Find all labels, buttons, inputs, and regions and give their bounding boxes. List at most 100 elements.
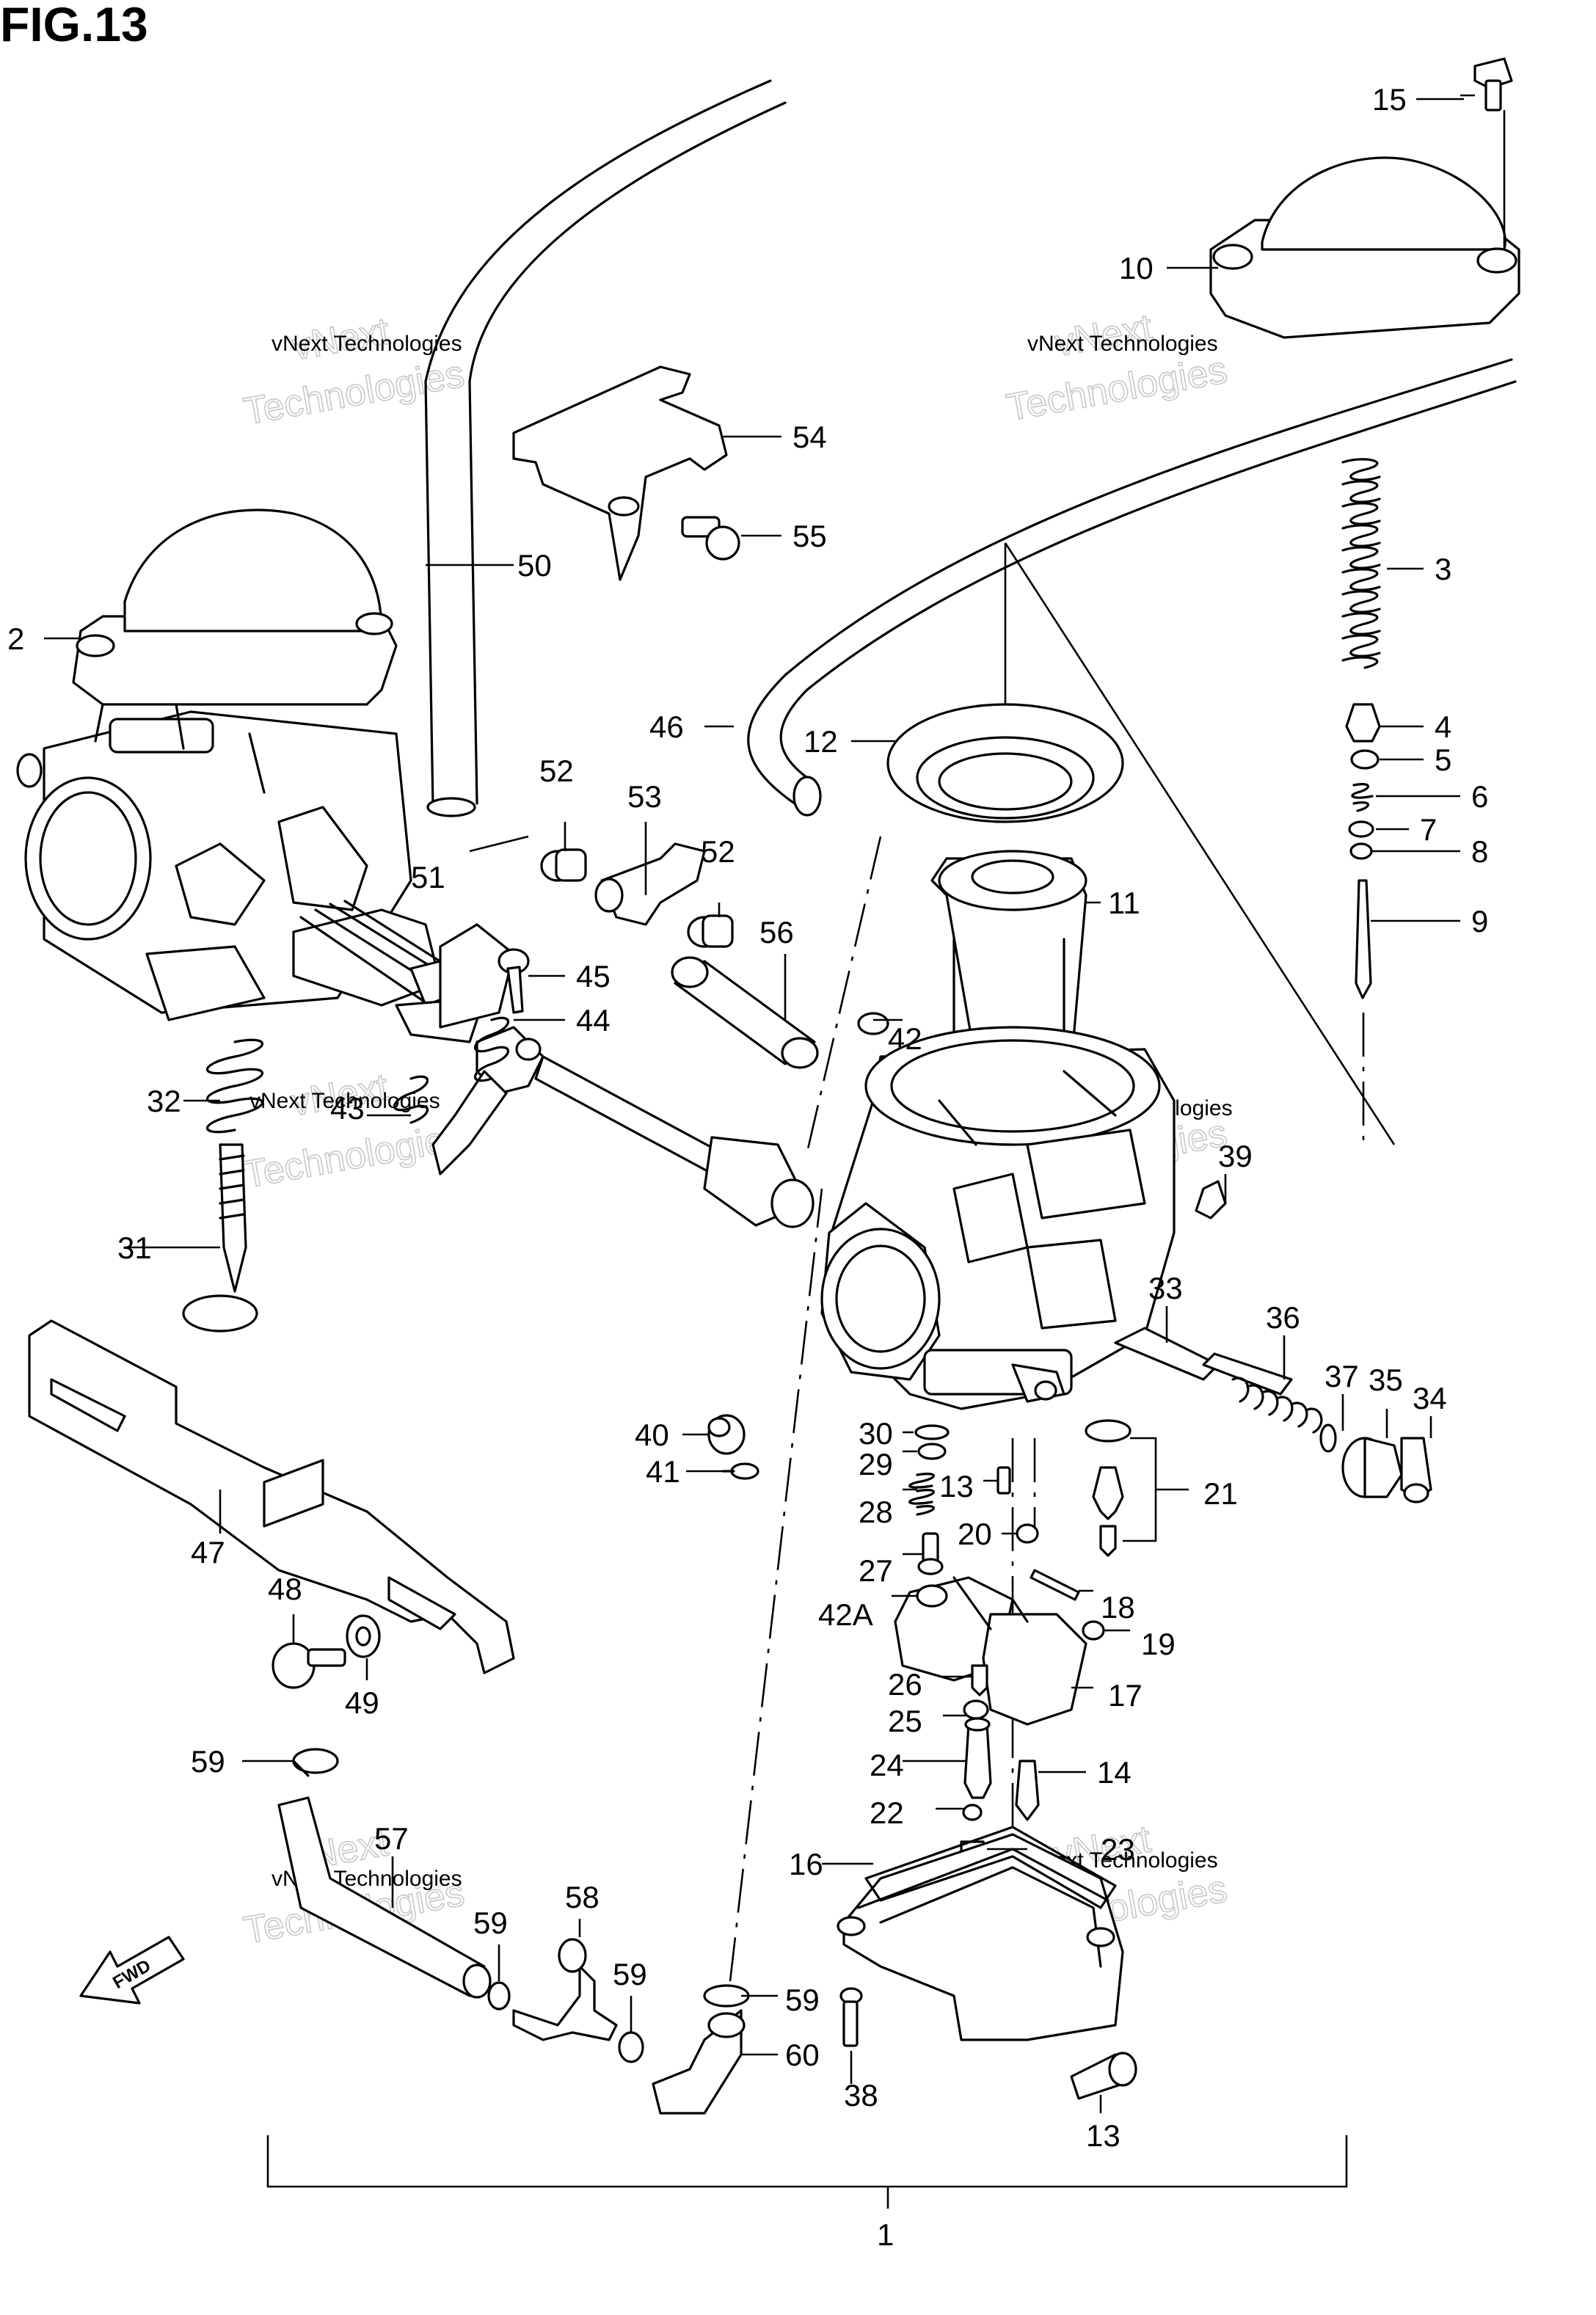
choke-rod-33 <box>1114 1327 1293 1396</box>
screw-20 <box>1016 1523 1039 1544</box>
watermark-text: vNext Technologies <box>1027 332 1218 356</box>
callout-35: 35 <box>1369 1363 1403 1397</box>
dash-line <box>806 836 882 1153</box>
callout-3: 3 <box>1435 552 1451 586</box>
spring-6 <box>1351 783 1374 812</box>
callout-13a: 13 <box>939 1469 974 1503</box>
pipe-56 <box>671 956 819 1069</box>
callout-52b: 52 <box>701 834 735 869</box>
callout-6: 6 <box>1471 779 1488 814</box>
callout-1: 1 <box>877 2217 894 2252</box>
callout-60: 60 <box>785 2038 820 2072</box>
screw-13 <box>996 1466 1011 1495</box>
callout-4: 4 <box>1435 710 1451 744</box>
callout-labels: 15 10 3 4 5 6 7 8 9 11 12 46 54 55 50 2 … <box>7 82 1488 2252</box>
callout-46: 46 <box>649 710 684 744</box>
spring-44 <box>473 1016 510 1082</box>
callout-59c: 59 <box>613 1957 647 1991</box>
callout-59d: 59 <box>785 1983 820 2017</box>
o-ring-25 <box>963 1699 989 1720</box>
jet-24 <box>963 1717 992 1799</box>
callout-48: 48 <box>268 1572 302 1606</box>
o-ring-42 <box>857 1012 889 1035</box>
fitting-53 <box>594 842 706 926</box>
bracket-slot <box>50 1378 126 1432</box>
watermark-text: Technologies <box>1004 349 1231 429</box>
callout-9: 9 <box>1471 904 1488 938</box>
washer-49 <box>346 1614 381 1658</box>
assembly-bracket-1 <box>266 2135 1348 2209</box>
callout-33: 33 <box>1148 1271 1183 1305</box>
needle-26 <box>971 1664 988 1696</box>
callout-36: 36 <box>1266 1300 1300 1335</box>
washer-30 <box>914 1424 950 1440</box>
leader-lines <box>44 98 1464 2113</box>
clip-41 <box>721 1462 759 1480</box>
cap-40 <box>707 1414 746 1455</box>
callout-5: 5 <box>1435 743 1451 777</box>
callout-31: 31 <box>117 1231 152 1265</box>
callout-54: 54 <box>792 420 827 454</box>
hose-end-50 <box>426 797 476 817</box>
fitting-58 <box>512 1938 618 2041</box>
bracket-hole <box>608 496 640 517</box>
callout-56: 56 <box>759 915 794 949</box>
idle-screw-31 <box>182 1143 258 1333</box>
spring-28 <box>908 1473 935 1516</box>
screw-45 <box>498 948 530 1014</box>
callout-25: 25 <box>888 1704 922 1738</box>
callout-22: 22 <box>870 1796 904 1830</box>
callout-12: 12 <box>804 724 838 759</box>
hose-end-57 <box>462 1964 492 1999</box>
spring-seat-4 <box>1345 703 1381 743</box>
hose-end-60 <box>707 2012 746 2038</box>
callout-59b: 59 <box>473 1906 508 1940</box>
o-ring-29 <box>917 1443 947 1460</box>
callout-52a: 52 <box>539 754 574 788</box>
screw-38 <box>839 1987 863 2047</box>
screw-55 <box>681 516 781 561</box>
jet-14 <box>1015 1760 1040 1821</box>
vent-hose-50 <box>424 79 787 809</box>
callout-43: 43 <box>330 1091 365 1126</box>
spring-36 <box>1231 1377 1323 1434</box>
fitting-52b <box>687 914 734 948</box>
callout-41: 41 <box>646 1454 680 1489</box>
jet-22 <box>962 1804 983 1821</box>
throttle-shaft-43 <box>431 1026 815 1228</box>
callout-27: 27 <box>859 1553 893 1588</box>
leader-line <box>1004 542 1396 1145</box>
top-cover-10 <box>1209 156 1520 339</box>
callout-30: 30 <box>859 1416 893 1451</box>
figure-title: FIG.13 <box>0 0 148 51</box>
plug-39 <box>1195 1180 1227 1220</box>
callout-20: 20 <box>958 1517 992 1551</box>
bracket-54 <box>512 365 728 581</box>
leader-51 <box>469 835 529 853</box>
callout-51: 51 <box>411 860 445 894</box>
watermark-text: Technologies <box>241 1116 467 1197</box>
washer-37 <box>1319 1423 1337 1453</box>
watermark-text: vNext Technologies <box>272 332 462 356</box>
callout-47: 47 <box>191 1535 225 1570</box>
valve-21 <box>1085 1419 1189 1557</box>
pin-18 <box>1030 1569 1080 1601</box>
screw-13-bottom <box>1070 2052 1137 2100</box>
clip-59 <box>487 1981 511 2010</box>
screw-27 <box>917 1532 944 1575</box>
spring-32 <box>205 1038 264 1134</box>
callout-42a: 42A <box>818 1597 873 1632</box>
bolt-15 <box>1460 57 1513 249</box>
cap-34 <box>1400 1437 1432 1503</box>
callout-42: 42 <box>888 1021 922 1056</box>
callout-34: 34 <box>1413 1381 1447 1415</box>
float-bowl-16 <box>837 1833 1124 2041</box>
clip-59 <box>618 2031 644 2063</box>
piston-11 <box>930 850 1087 1065</box>
callout-58: 58 <box>565 1880 600 1914</box>
callout-40: 40 <box>635 1418 669 1452</box>
callout-15: 15 <box>1372 82 1407 117</box>
callout-23: 23 <box>1101 1832 1135 1867</box>
